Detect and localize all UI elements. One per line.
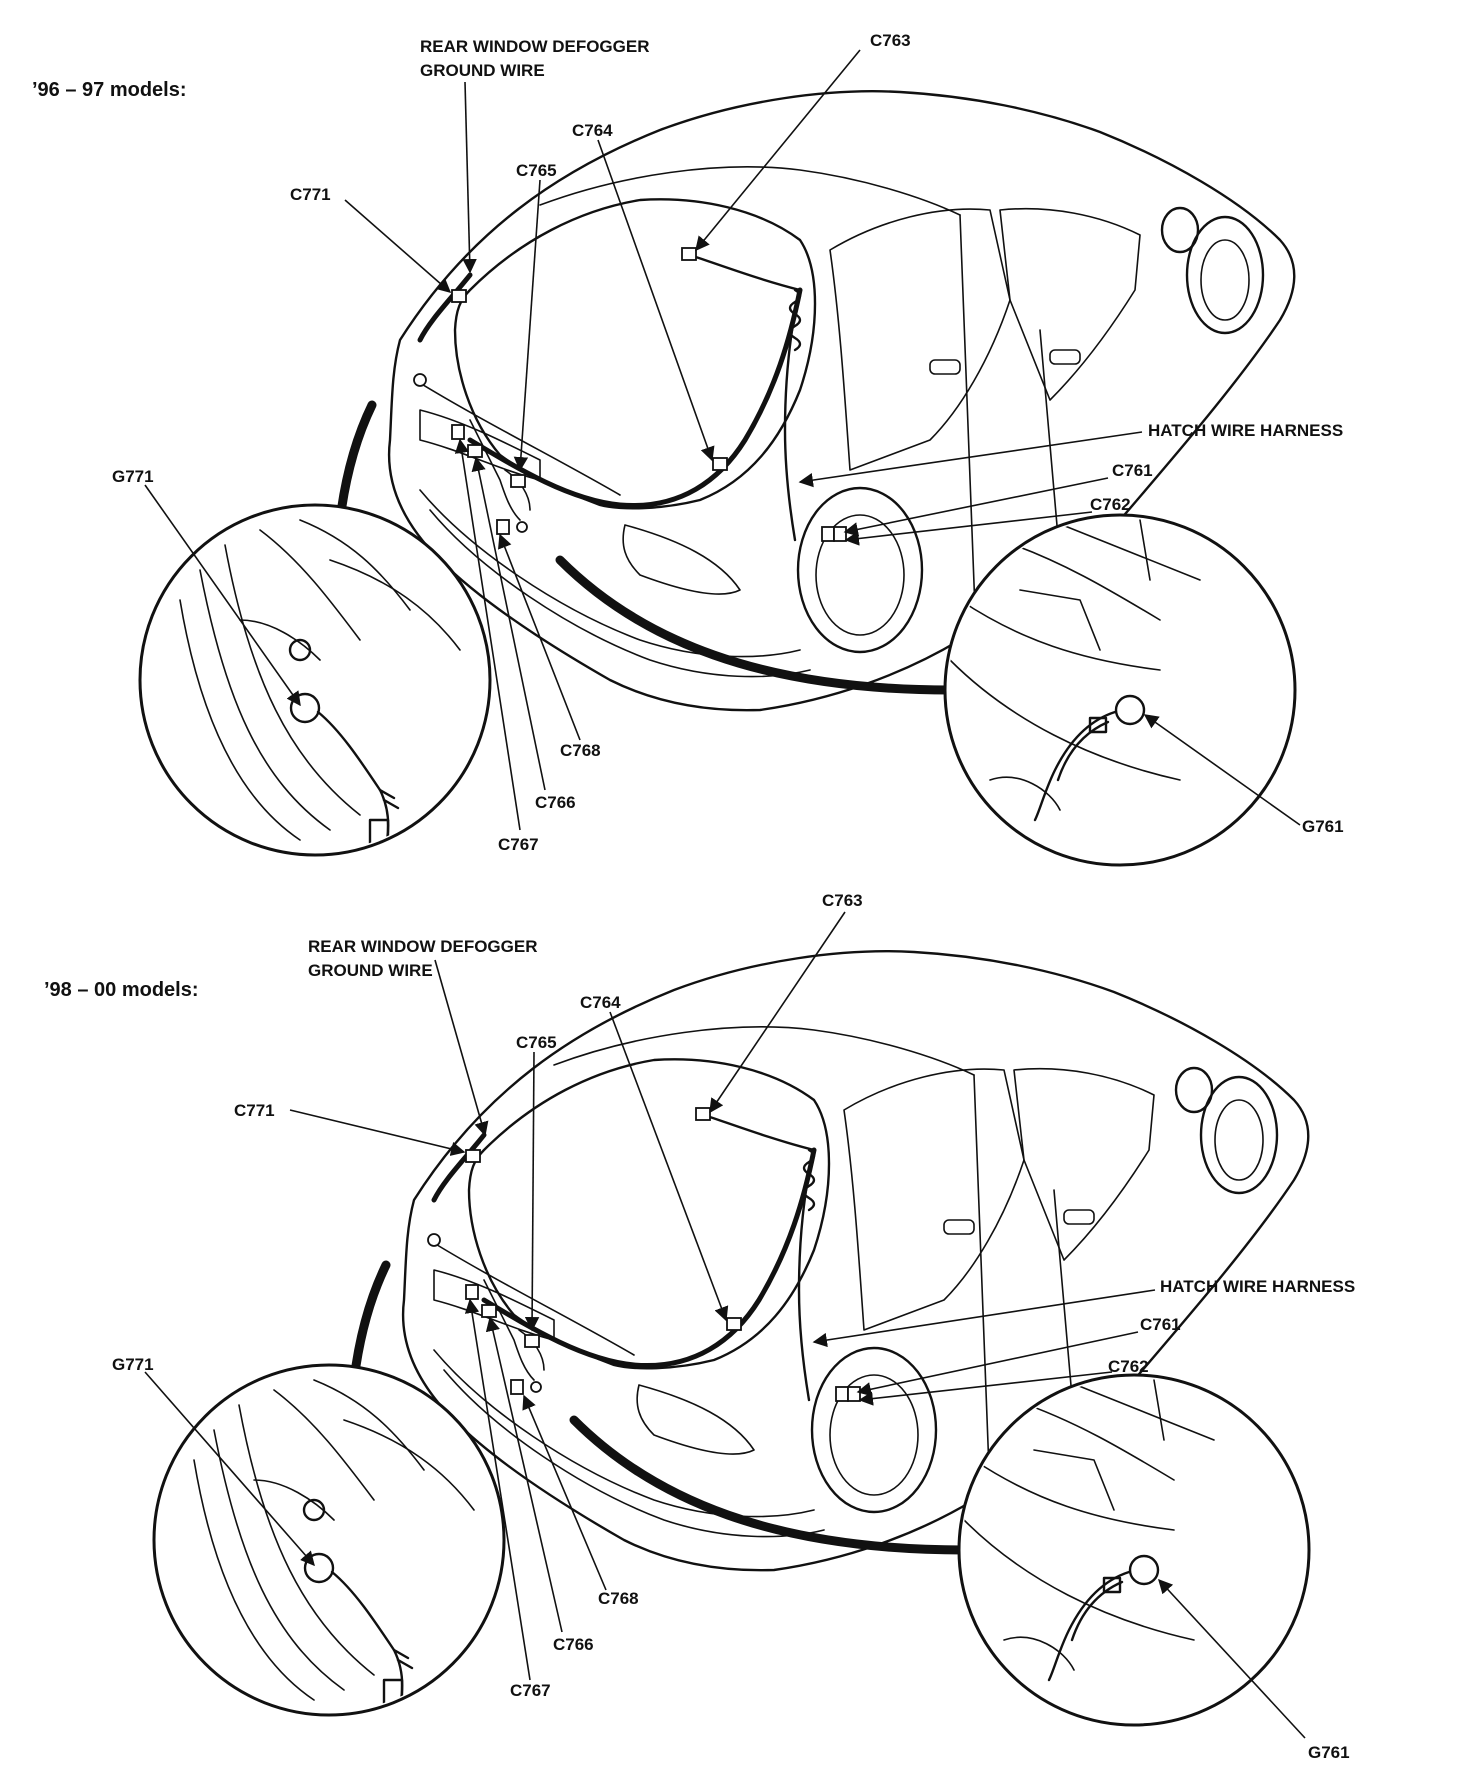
- label-g771: G771: [112, 467, 154, 486]
- label-defogger-ground-wire-line1: REAR WINDOW DEFOGGER: [420, 37, 650, 56]
- section-header: ’96 – 97 models:: [32, 79, 187, 101]
- label-c768: C768: [560, 741, 601, 760]
- section-header: ’98 – 00 models:: [44, 979, 199, 1001]
- label-c771: C771: [290, 185, 331, 204]
- leader-lines-98-00: [144, 911, 1306, 1739]
- label-defogger-ground-wire-line2: GROUND WIRE: [420, 61, 545, 80]
- label-c771: C771: [234, 1101, 275, 1120]
- label-g761: G761: [1302, 817, 1344, 836]
- label-g771: G771: [112, 1355, 154, 1374]
- leader-lines-96-97: [144, 49, 1301, 831]
- label-c765: C765: [516, 1033, 557, 1052]
- label-c767: C767: [510, 1681, 551, 1700]
- label-c763: C763: [870, 31, 911, 50]
- label-defogger-ground-wire-line2: GROUND WIRE: [308, 961, 433, 980]
- label-c768: C768: [598, 1589, 639, 1608]
- label-c763: C763: [822, 891, 863, 910]
- label-c766: C766: [535, 793, 576, 812]
- label-g761: G761: [1308, 1743, 1350, 1762]
- label-c762: C762: [1108, 1357, 1149, 1376]
- label-c762: C762: [1090, 495, 1131, 514]
- label-c764: C764: [580, 993, 621, 1012]
- label-c766: C766: [553, 1635, 594, 1654]
- panel-98-00: ’98 – 00 models: REAR WINDOW DEFOGGER GR…: [44, 891, 1355, 1762]
- label-c761: C761: [1140, 1315, 1181, 1334]
- label-c765: C765: [516, 161, 557, 180]
- label-hatch-wire-harness: HATCH WIRE HARNESS: [1160, 1277, 1355, 1296]
- panel-96-97: ’96 – 97 models: REAR WINDOW DEFOGGER GR…: [32, 31, 1344, 865]
- label-c767: C767: [498, 835, 539, 854]
- label-defogger-ground-wire-line1: REAR WINDOW DEFOGGER: [308, 937, 538, 956]
- label-c764: C764: [572, 121, 613, 140]
- label-hatch-wire-harness: HATCH WIRE HARNESS: [1148, 421, 1343, 440]
- label-c761: C761: [1112, 461, 1153, 480]
